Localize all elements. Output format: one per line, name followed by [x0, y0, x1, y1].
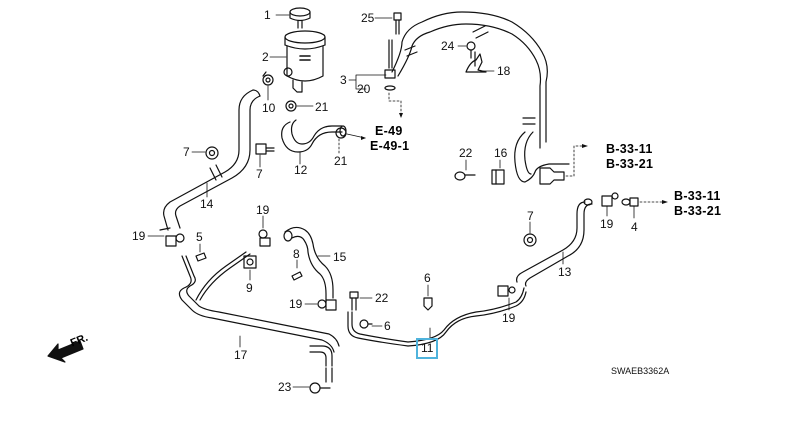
callout-4[interactable]: 4: [631, 220, 638, 234]
clamp-7b-part[interactable]: [255, 143, 275, 155]
hose-15-part[interactable]: [283, 226, 334, 303]
ref-b-33-11-right[interactable]: B-33-11: [674, 189, 721, 203]
callout-25[interactable]: 25: [361, 11, 375, 25]
ref-e-49[interactable]: E-49: [375, 124, 403, 138]
bolt-25-part[interactable]: [393, 12, 402, 35]
highlighted-part-box: [416, 338, 438, 359]
callout-15[interactable]: 15: [333, 250, 347, 264]
callout-5[interactable]: 5: [196, 230, 203, 244]
callout-7-middle[interactable]: 7: [256, 167, 263, 181]
cooler-pipe-17-part[interactable]: [178, 251, 340, 383]
ref-b-33-21-right[interactable]: B-33-21: [674, 204, 722, 218]
high-pressure-hose-part[interactable]: [391, 11, 570, 183]
callout-10[interactable]: 10: [262, 101, 276, 115]
grommet-16-part[interactable]: [491, 169, 505, 185]
callout-13[interactable]: 13: [558, 265, 572, 279]
callout-1[interactable]: 1: [264, 8, 271, 22]
clamp-19c-part[interactable]: [317, 299, 337, 311]
bushing-6b-part[interactable]: [359, 319, 373, 329]
return-pipe-11-part[interactable]: [347, 287, 527, 347]
bushing-8-part[interactable]: [291, 271, 303, 281]
clamp-19e-part[interactable]: [601, 192, 619, 207]
callout-20[interactable]: 20: [357, 82, 371, 96]
callout-22-center[interactable]: 22: [375, 291, 389, 305]
callout-23[interactable]: 23: [278, 380, 292, 394]
callout-19-right[interactable]: 19: [600, 217, 614, 231]
bushing-6a-part[interactable]: [423, 297, 433, 311]
callout-21-lower[interactable]: 21: [334, 154, 348, 168]
ref-b-33-21-upper[interactable]: B-33-21: [606, 157, 654, 171]
callout-3[interactable]: 3: [340, 73, 347, 87]
clamp-21b-part[interactable]: [335, 127, 347, 139]
bolt-22b-part[interactable]: [349, 291, 359, 311]
callout-18[interactable]: 18: [497, 64, 511, 78]
hose-14-part[interactable]: [159, 89, 261, 231]
callout-24[interactable]: 24: [441, 39, 455, 53]
pipe-3-part[interactable]: [384, 39, 396, 91]
bolt-24-part[interactable]: [466, 41, 476, 59]
bolt-22a-part[interactable]: [454, 171, 476, 181]
callout-14[interactable]: 14: [200, 197, 214, 211]
callout-9[interactable]: 9: [246, 281, 253, 295]
callout-7-right[interactable]: 7: [527, 209, 534, 223]
callout-17[interactable]: 17: [234, 348, 248, 362]
hose-13-part[interactable]: [516, 198, 593, 287]
front-direction-arrow-icon: [47, 340, 84, 363]
callout-8[interactable]: 8: [293, 247, 300, 261]
clamp-19a-part[interactable]: [165, 233, 185, 247]
bushing-5-part[interactable]: [195, 252, 207, 262]
callout-21-upper[interactable]: 21: [315, 100, 329, 114]
callout-19-upper[interactable]: 19: [256, 203, 270, 217]
bracket-18-part[interactable]: [465, 51, 487, 73]
bracket-9-part[interactable]: [243, 255, 257, 269]
clamp-19b-part[interactable]: [258, 229, 271, 247]
callout-6-center[interactable]: 6: [384, 319, 391, 333]
reservoir-cap-part[interactable]: [289, 7, 311, 29]
callout-2[interactable]: 2: [262, 50, 269, 64]
callout-12[interactable]: 12: [294, 163, 308, 177]
callout-11[interactable]: 11: [421, 341, 434, 355]
clamp-7c-part[interactable]: [523, 233, 537, 247]
callout-22-upper[interactable]: 22: [459, 146, 473, 160]
diagram-code: SWAEB3362A: [611, 366, 670, 376]
clamp-21a-part[interactable]: [285, 100, 297, 112]
pressure-switch-part[interactable]: [539, 167, 565, 185]
ref-e-49-1[interactable]: E-49-1: [370, 139, 410, 153]
callout-16[interactable]: 16: [494, 146, 508, 160]
callout-19-lower-right[interactable]: 19: [502, 311, 516, 325]
clamp-7a-part[interactable]: [205, 146, 219, 160]
callout-19-left[interactable]: 19: [132, 229, 146, 243]
callout-7-left[interactable]: 7: [183, 145, 190, 159]
ref-b-33-11-upper[interactable]: B-33-11: [606, 142, 653, 156]
reservoir-part[interactable]: [283, 30, 326, 93]
bolt-23-part[interactable]: [309, 382, 331, 394]
callout-19-center[interactable]: 19: [289, 297, 303, 311]
callout-6-right[interactable]: 6: [424, 271, 431, 285]
clamp-19d-part[interactable]: [497, 285, 516, 297]
clamp-10-part[interactable]: [262, 71, 274, 86]
fitting-4-part[interactable]: [621, 197, 639, 207]
